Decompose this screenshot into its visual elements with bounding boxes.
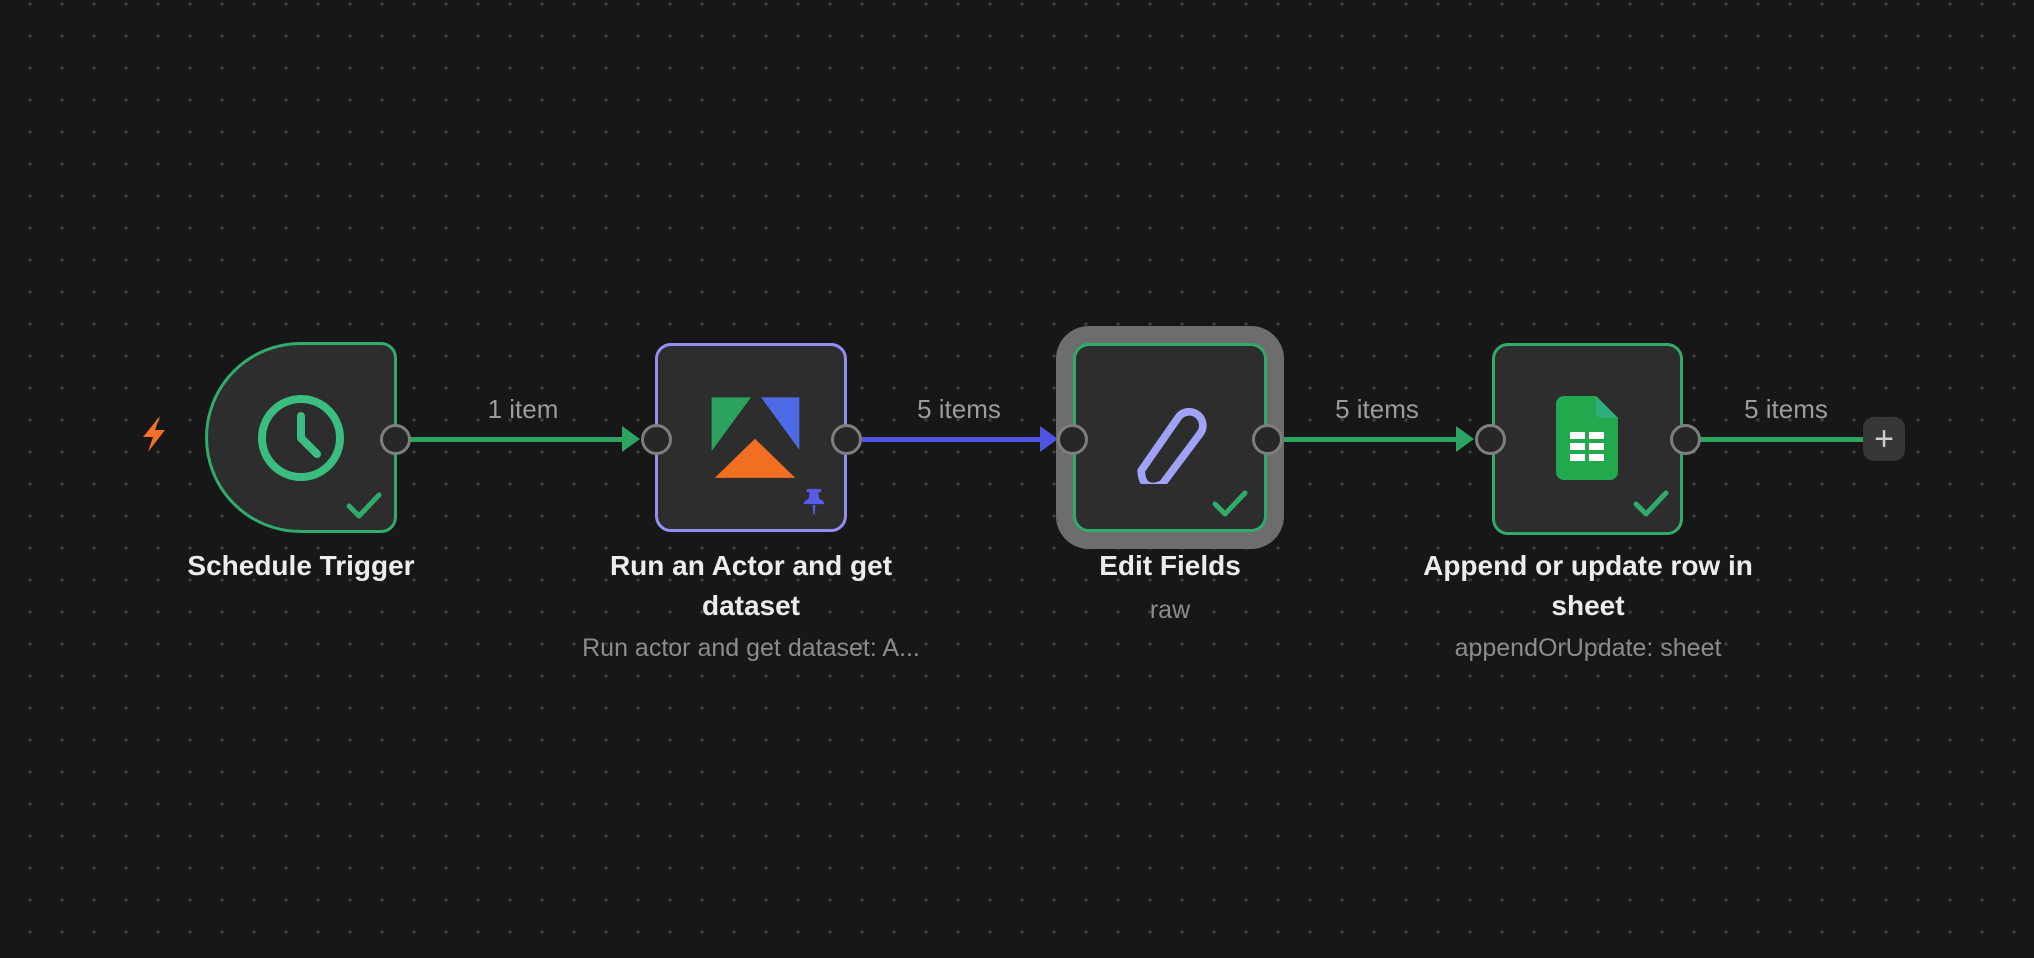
lightning-bolt-icon (143, 416, 165, 452)
input-port[interactable] (1057, 424, 1088, 455)
node-title: Schedule Trigger (187, 550, 415, 581)
connection-label: 5 items (1744, 394, 1828, 424)
node-title: Edit Fields (1099, 550, 1241, 581)
input-port[interactable] (1475, 424, 1506, 455)
node-subtitle: raw (1149, 596, 1191, 624)
pin-icon (803, 488, 825, 515)
connection-label: 5 items (1335, 394, 1419, 424)
connection-arrow-icon (1456, 426, 1474, 452)
node-title: Append or update row in sheet (1423, 550, 1753, 621)
node-subtitle: Run actor and get dataset: A... (582, 634, 920, 662)
output-port[interactable] (831, 424, 862, 455)
connection-line[interactable] (1283, 437, 1459, 442)
input-port[interactable] (641, 424, 672, 455)
connection-line[interactable] (397, 437, 624, 442)
connection-arrow-icon (622, 426, 640, 452)
success-check-icon (346, 492, 382, 519)
success-check-icon (1633, 490, 1669, 517)
output-port[interactable] (380, 424, 411, 455)
output-port[interactable] (1252, 424, 1283, 455)
success-check-icon (1212, 490, 1248, 517)
add-node-button[interactable]: + (1863, 417, 1905, 461)
connection-line[interactable] (862, 437, 1043, 442)
connection-label: 5 items (917, 394, 1001, 424)
node-title: Run an Actor and get dataset (609, 550, 893, 621)
output-port[interactable] (1670, 424, 1701, 455)
node-subtitle: appendOrUpdate: sheet (1454, 634, 1722, 662)
connection-line[interactable] (1700, 437, 1863, 442)
connection-arrow-icon (1040, 426, 1058, 452)
connection-label: 1 item (487, 394, 559, 424)
